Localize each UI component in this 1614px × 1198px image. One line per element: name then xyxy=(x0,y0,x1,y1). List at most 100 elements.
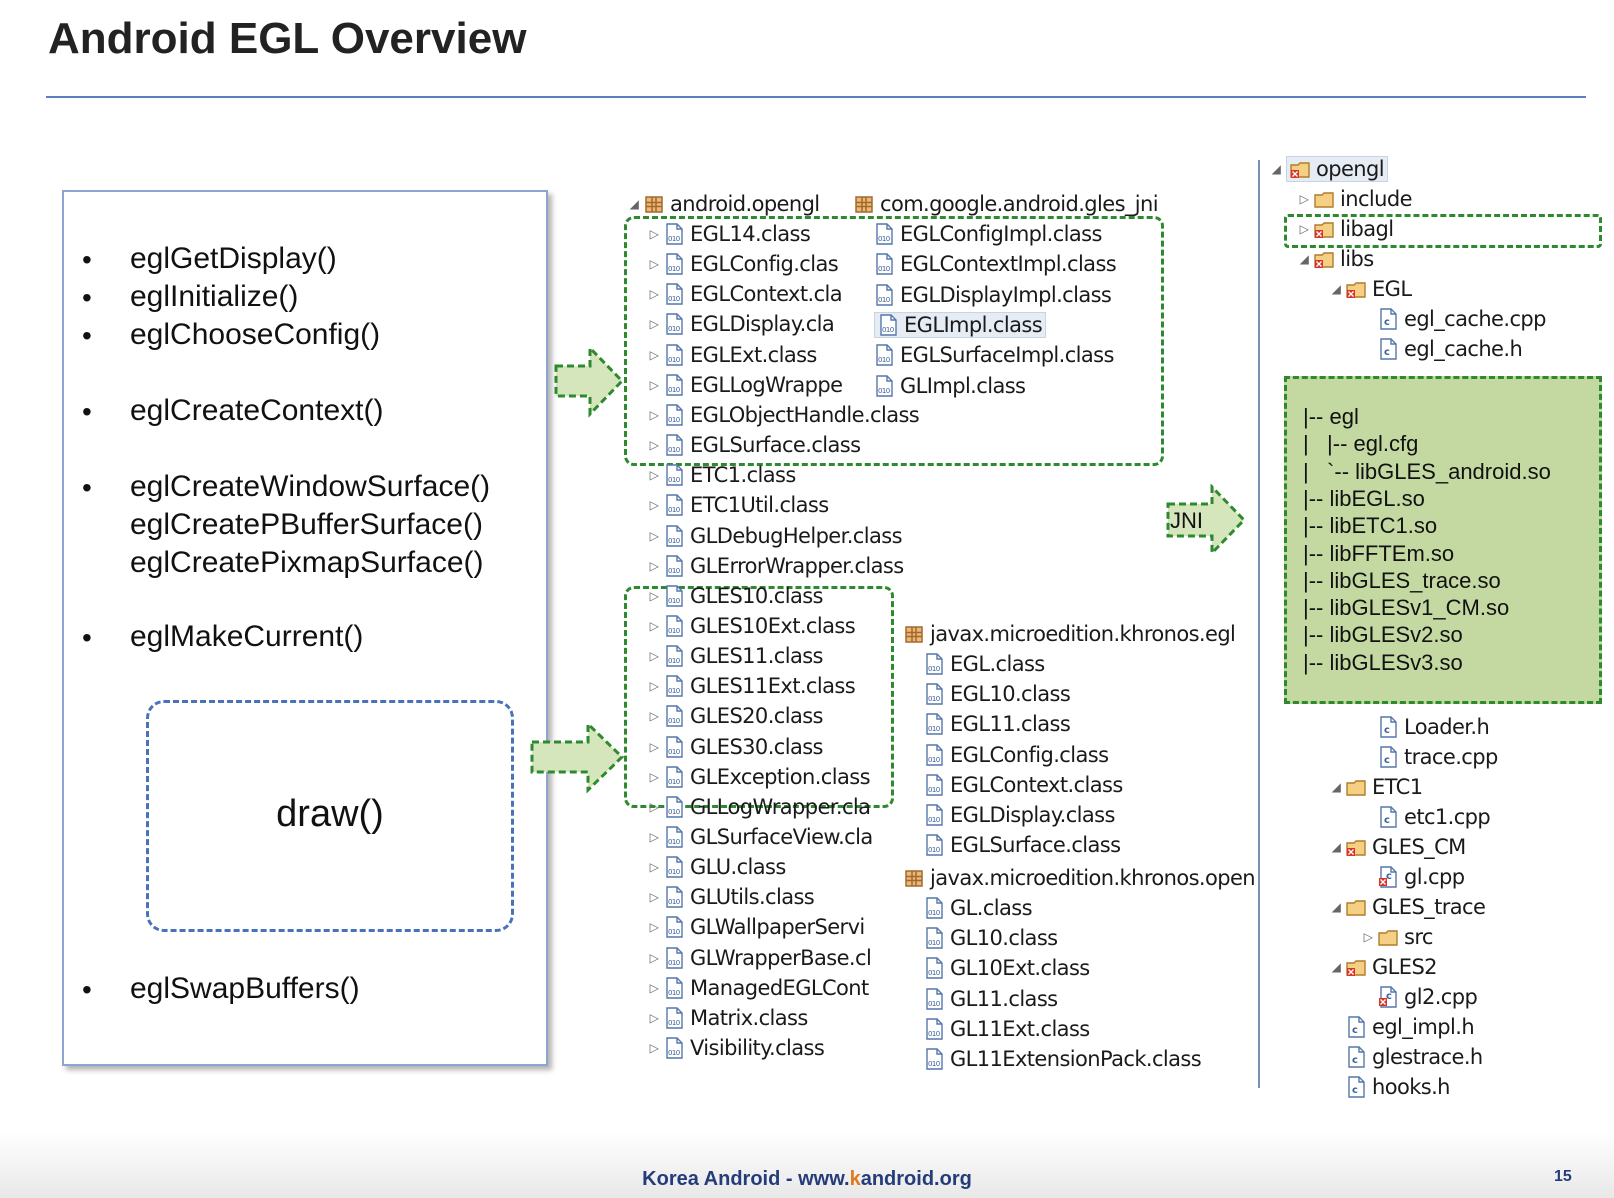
tree-folder[interactable]: ◢libs xyxy=(1294,244,1374,274)
svg-text:010: 010 xyxy=(878,265,890,273)
libagl-frame xyxy=(1284,214,1602,248)
tree-folder[interactable]: ▷libagl xyxy=(1294,214,1394,244)
package-name: com.google.android.gles_jni xyxy=(880,192,1159,216)
class-file-icon: 010 xyxy=(876,283,893,306)
class-file-icon: 010 xyxy=(666,946,683,969)
tree-folder[interactable]: ◢ETC1 xyxy=(1326,772,1423,802)
folder-name: EGL xyxy=(1372,277,1412,301)
class-name: EGLSurface.class xyxy=(690,433,861,458)
class-file-icon: 010 xyxy=(666,283,683,305)
collapse-triangle-icon: ▷ xyxy=(649,679,659,694)
svg-text:010: 010 xyxy=(928,1030,940,1038)
folder-name: GLES_CM xyxy=(1372,835,1466,859)
class-file-icon: 010 xyxy=(926,774,943,796)
svg-text:010: 010 xyxy=(668,627,680,635)
svg-text:c: c xyxy=(1386,991,1392,1002)
tree-folder[interactable]: ◢GLES2 xyxy=(1326,952,1438,982)
collapse-triangle-icon: ▷ xyxy=(649,1041,659,1056)
tree-folder[interactable]: ▷src xyxy=(1358,922,1434,952)
svg-text:010: 010 xyxy=(878,387,890,395)
api-egl-create-pixmap-surface: eglCreatePixmapSurface() xyxy=(130,546,484,579)
file-name: glestrace.h xyxy=(1372,1045,1483,1069)
class-name: ETC1Util.class xyxy=(690,493,829,518)
tree-package[interactable]: com.google.android.gles_jni xyxy=(854,189,1159,219)
class-name: EGLDisplay.cla xyxy=(690,312,835,337)
class-name: GLWallpaperServi xyxy=(690,915,865,940)
svg-text:010: 010 xyxy=(668,808,680,816)
collapse-triangle-icon: ▷ xyxy=(649,377,659,392)
tree-folder[interactable]: ◢GLES_CM xyxy=(1326,832,1467,862)
class-file-icon: 010 xyxy=(666,1037,683,1059)
svg-text:010: 010 xyxy=(668,838,680,846)
footer-band xyxy=(0,1132,1614,1198)
tree-package[interactable]: javax.microedition.khronos.openg xyxy=(904,863,1256,893)
expand-triangle-icon: ◢ xyxy=(1271,162,1281,176)
tree-package[interactable]: javax.microedition.khronos.egl xyxy=(904,619,1236,649)
api-egl-make-current: eglMakeCurrent() xyxy=(130,620,364,653)
class-file-icon: 010 xyxy=(876,223,893,245)
tree-folder[interactable]: ▷include xyxy=(1294,184,1413,214)
tree-folder[interactable]: ◢opengl xyxy=(1266,154,1388,184)
tree-folder[interactable]: ◢GLES_trace xyxy=(1326,892,1486,922)
tree-folder[interactable]: ◢EGL xyxy=(1326,274,1412,304)
tree-package[interactable]: ◢android.opengl xyxy=(624,189,820,219)
